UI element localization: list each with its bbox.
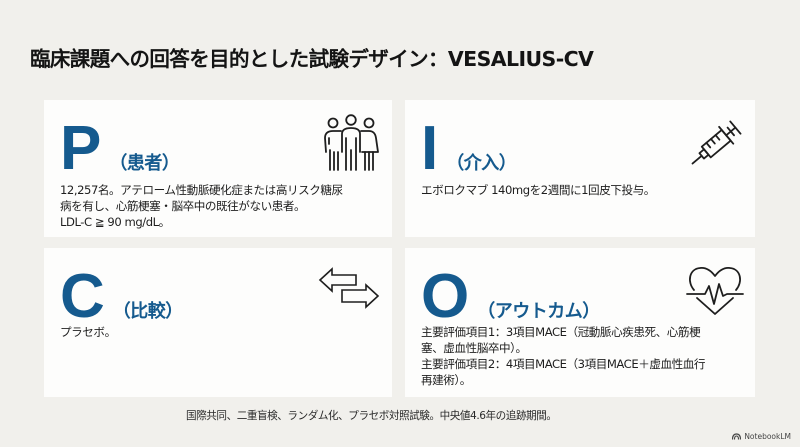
card-heading: I （介入） [421, 114, 517, 183]
body-line: 主要評価項目2：4項目MACE（3項目MACE＋虚血性血行 [421, 357, 706, 371]
body-line: 再建術）。 [421, 373, 471, 387]
body-line: LDL-C ≧ 90 mg/dL。 [60, 215, 170, 229]
body-line: プラセボ。 [60, 325, 116, 339]
body-line: 主要評価項目1：3項目MACE（冠動脈心疾患死、心筋梗 [421, 325, 701, 339]
card-patient: P （患者） 12,257名。アテローム性動脈硬化症または高リスク糖尿 病を有し… [44, 100, 392, 237]
pico-letter: I [421, 114, 439, 183]
card-outcome: O （アウトカム） 主要評価項目1：3項目MACE（冠動脈心疾患死、心筋梗 塞、… [405, 248, 755, 397]
body-line: 塞、虚血性脳卒中）。 [421, 341, 527, 355]
brand-label: NotebookLM [744, 432, 791, 441]
card-heading: P （患者） [60, 114, 180, 183]
study-design-note: 国際共同、二重盲検、ランダム化、プラセボ対照試験。中央値4.6年の追跡期間。 [186, 410, 557, 422]
body-line: 病を有し、心筋梗塞・脳卒中の既往がない患者。 [60, 199, 306, 213]
card-body: 主要評価項目1：3項目MACE（冠動脈心疾患死、心筋梗 塞、虚血性脳卒中）。 主… [421, 324, 735, 388]
pico-label: （比較） [112, 301, 184, 322]
pico-label: （アウトカム） [477, 301, 600, 322]
card-body: 12,257名。アテローム性動脈硬化症または高リスク糖尿 病を有し、心筋梗塞・脳… [60, 182, 372, 230]
card-heading: C （比較） [60, 266, 183, 328]
syringe-icon [691, 120, 742, 165]
notebooklm-logo-icon [732, 433, 742, 440]
slide-title: 臨床課題への回答を目的とした試験デザイン：VESALIUS-CV [30, 47, 594, 71]
pico-letter: P [60, 114, 102, 183]
pico-letter: C [60, 262, 105, 331]
card-intervention: I （介入） エボロクマブ 140mgを2週間に1回皮下投与。 [405, 100, 755, 237]
card-body: プラセボ。 [60, 324, 372, 340]
pico-label: （介入） [446, 153, 517, 174]
heart-pulse-icon [686, 266, 744, 315]
body-line: 12,257名。アテローム性動脈硬化症または高リスク糖尿 [60, 183, 343, 197]
swap-arrows-icon [318, 267, 380, 309]
card-body: エボロクマブ 140mgを2週間に1回皮下投与。 [421, 182, 735, 198]
notebooklm-watermark: NotebookLM [732, 432, 791, 441]
card-comparison: C （比較） プラセボ。 [44, 248, 392, 397]
pico-label: （患者） [109, 153, 180, 174]
body-line: エボロクマブ 140mgを2週間に1回皮下投与。 [421, 183, 655, 197]
card-heading: O （アウトカム） [421, 266, 600, 328]
people-group-icon [324, 114, 379, 171]
pico-letter: O [421, 262, 470, 331]
